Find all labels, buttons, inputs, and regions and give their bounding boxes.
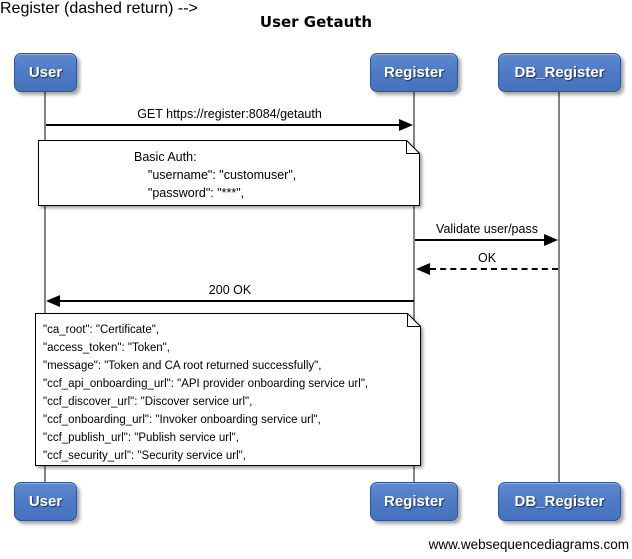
arrowhead-left-icon — [416, 263, 430, 275]
diagram-title: User Getauth — [259, 13, 373, 31]
arrowhead-right-icon — [399, 119, 413, 131]
message-label-validate: Validate user/pass — [436, 222, 538, 236]
lifeline-register — [413, 92, 415, 483]
note-line: "access_token": "Token", — [43, 342, 170, 354]
note-line: "ccf_onboarding_url": "Invoker onboardin… — [43, 414, 321, 426]
note-line: "ccf_discover_url": "Discover service ur… — [43, 396, 253, 408]
message-line-validate — [415, 239, 545, 241]
message-label-ok: OK — [477, 251, 497, 265]
note-line: "ccf_api_onboarding_url": "API provider … — [43, 378, 369, 390]
arrowhead-left-icon — [46, 295, 60, 307]
actor-box-register-bottom: Register — [370, 482, 458, 521]
arrowhead-right-icon — [544, 234, 558, 246]
watermark: www.websequencediagrams.com — [428, 537, 629, 552]
note-getauth-response: "ca_root": "Certificate", "access_token"… — [35, 313, 421, 466]
actor-box-db-register-bottom: DB_Register — [498, 482, 621, 521]
actor-box-register-top: Register — [370, 53, 458, 92]
message-label-get-getauth: GET https://register:8084/getauth — [137, 107, 322, 121]
note-shape-icon — [35, 313, 421, 466]
message-line-200-ok — [60, 300, 414, 302]
note-shape-icon — [38, 140, 420, 206]
message-label-200-ok: 200 OK — [208, 283, 252, 297]
note-line: "ccf_security_url": "Security service ur… — [43, 450, 246, 462]
note-line: "message": "Token and CA root returned s… — [43, 360, 322, 372]
note-line: "username": "customuser", — [134, 168, 297, 182]
note-line: "ccf_publish_url": "Publish service url"… — [43, 432, 239, 444]
message-line-ok — [430, 268, 558, 270]
lifeline-user — [44, 92, 46, 483]
actor-box-user-top: User — [14, 53, 77, 92]
note-line: "ca_root": "Certificate", — [43, 324, 160, 336]
note-line: "password": "***", — [134, 186, 245, 200]
actor-box-user-bottom: User — [14, 482, 77, 521]
message-line-get-getauth — [46, 124, 400, 126]
note-basic-auth: Basic Auth: "username": "customuser", "p… — [38, 140, 420, 206]
lifeline-db-register — [558, 92, 560, 483]
note-line: Basic Auth: — [134, 150, 197, 164]
actor-box-db-register-top: DB_Register — [498, 53, 621, 92]
